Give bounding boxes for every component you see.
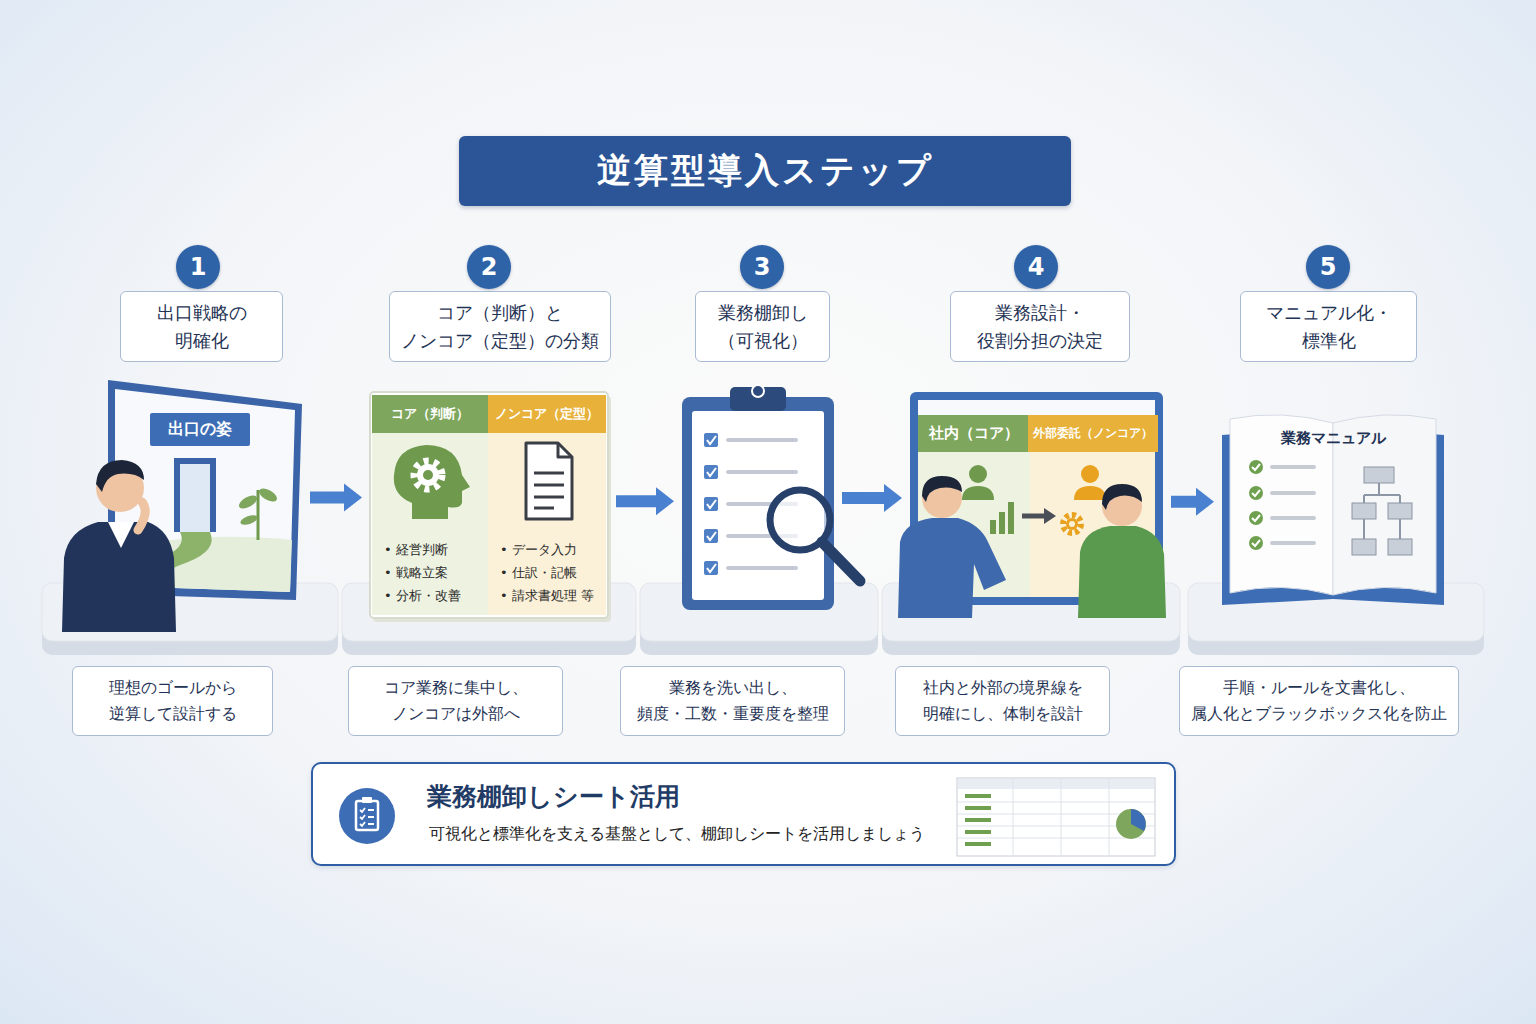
- document-icon: [488, 435, 606, 527]
- clipboard-illustration: [682, 385, 834, 610]
- text-line: 標準化: [1266, 327, 1392, 355]
- text-line: 明確にし、体制を設計: [923, 701, 1083, 727]
- label-text: 出口の姿: [168, 419, 232, 440]
- step-number: 5: [1306, 245, 1350, 289]
- text-line: （可視化）: [718, 327, 808, 355]
- text-line: ノンコア（定型）の分類: [401, 327, 599, 355]
- heading-text: マニュアル化・ 標準化: [1266, 299, 1392, 355]
- number-text: 5: [1320, 253, 1337, 281]
- step-number: 2: [467, 245, 511, 289]
- flow-arrow: [1171, 488, 1214, 516]
- text-line: 社内と外部の境界線を: [923, 675, 1083, 701]
- text-line: マニュアル化・: [1266, 299, 1392, 327]
- text-line: コア（判断）と: [401, 299, 599, 327]
- description-text: 理想のゴールから 逆算して設計する: [109, 675, 237, 726]
- text-line: 業務設計・: [977, 299, 1103, 327]
- bullet-item: • 戦略立案: [384, 564, 448, 582]
- step-number: 3: [740, 245, 784, 289]
- flow-arrow: [310, 484, 362, 512]
- description-text: 業務を洗い出し、 頻度・工数・重要度を整理: [637, 675, 829, 726]
- arrow-shaft: [310, 492, 344, 504]
- text-line: 手順・ルールを文書化し、: [1191, 675, 1447, 701]
- description-text: 社内と外部の境界線を 明確にし、体制を設計: [923, 675, 1083, 726]
- heading-text: 業務棚卸し （可視化）: [718, 299, 808, 355]
- text-line: ノンコアは外部へ: [384, 701, 528, 727]
- step-illustration: 業務マニュアル: [1222, 405, 1444, 605]
- arrow-head: [1196, 488, 1214, 516]
- step-illustration: コア（判断） • 経営判断 • 戦略立案 • 分析・改善 ノンコア（定型） • データ入力…: [370, 392, 608, 618]
- step-heading: 業務設計・ 役割分担の決定: [950, 291, 1130, 362]
- text-line: 頻度・工数・重要度を整理: [637, 701, 829, 727]
- bullet-item: • データ入力: [500, 541, 577, 559]
- category-column: コア（判断） • 経営判断 • 戦略立案 • 分析・改善: [372, 395, 488, 615]
- step-heading: コア（判断）と ノンコア（定型）の分類: [389, 291, 611, 362]
- step-heading: マニュアル化・ 標準化: [1240, 291, 1417, 362]
- category-column: ノンコア（定型） • データ入力 • 仕訳・記帳 • 請求書処理 等: [488, 395, 606, 615]
- step-description: 手順・ルールを文書化し、 属人化とブラックボックス化を防止: [1179, 666, 1459, 736]
- heading-text: 業務設計・ 役割分担の決定: [977, 299, 1103, 355]
- text-line: 逆算して設計する: [109, 701, 237, 727]
- step-description: コア業務に集中し、 ノンコアは外部へ: [348, 666, 563, 736]
- arrow-shaft: [616, 495, 656, 507]
- step-illustration: 社内（コア） 外部委託（ノンコア）: [910, 392, 1163, 605]
- flow-arrow: [616, 487, 674, 515]
- number-text: 1: [190, 253, 207, 281]
- text-line: 役割分担の決定: [977, 327, 1103, 355]
- arrow-shaft: [842, 492, 884, 504]
- step-number: 4: [1014, 245, 1058, 289]
- title-text: 逆算型導入ステップ: [597, 148, 934, 194]
- category-band: 外部委託（ノンコア）: [1028, 415, 1158, 452]
- step-heading: 出口戦略の 明確化: [120, 291, 283, 362]
- arrow-head: [344, 484, 362, 512]
- heading-text: 出口戦略の 明確化: [157, 299, 247, 355]
- step-heading: 業務棚卸し （可視化）: [695, 291, 830, 362]
- description-text: 手順・ルールを文書化し、 属人化とブラックボックス化を防止: [1191, 675, 1447, 726]
- text-line: 属人化とブラックボックス化を防止: [1191, 701, 1447, 727]
- text-line: コア業務に集中し、: [384, 675, 528, 701]
- number-text: 4: [1028, 253, 1045, 281]
- banner-title: 業務棚卸しシート活用: [427, 780, 680, 813]
- title-banner: 逆算型導入ステップ: [459, 136, 1071, 206]
- banner-graphics: [313, 764, 1178, 868]
- label-box: 出口の姿: [150, 413, 250, 446]
- step-illustration: [682, 385, 834, 610]
- number-text: 3: [754, 253, 771, 281]
- arrow-head: [656, 487, 674, 515]
- banner-text: 可視化と標準化を支える基盤として、棚卸しシートを活用しましょう: [429, 824, 925, 845]
- text-line: 出口戦略の: [157, 299, 247, 327]
- step-illustration: 出口の姿: [108, 380, 302, 600]
- info-banner: 業務棚卸しシート活用可視化と標準化を支える基盤として、棚卸しシートを活用しましょ…: [311, 762, 1176, 866]
- bullet-item: • 分析・改善: [384, 587, 461, 605]
- column-header: ノンコア（定型）: [488, 395, 606, 433]
- text-line: 理想のゴールから: [109, 675, 237, 701]
- heading-text: コア（判断）と ノンコア（定型）の分類: [401, 299, 599, 355]
- bullet-item: • 経営判断: [384, 541, 448, 559]
- description-text: コア業務に集中し、 ノンコアは外部へ: [384, 675, 528, 726]
- band-text: 社内（コア）: [929, 424, 1019, 443]
- text-line: 明確化: [157, 327, 247, 355]
- brain-gear-icon: [372, 435, 488, 527]
- arrow-head: [884, 484, 902, 512]
- book-title: 業務マニュアル: [1222, 429, 1444, 448]
- band-text: 外部委託（ノンコア）: [1033, 426, 1153, 441]
- step-description: 理想のゴールから 逆算して設計する: [72, 666, 273, 736]
- number-text: 2: [481, 253, 498, 281]
- step-description: 社内と外部の境界線を 明確にし、体制を設計: [895, 666, 1110, 736]
- step-description: 業務を洗い出し、 頻度・工数・重要度を整理: [620, 666, 845, 736]
- column-header: コア（判断）: [372, 395, 488, 433]
- category-band: 社内（コア）: [918, 415, 1030, 452]
- flow-arrow: [842, 484, 902, 512]
- step-number: 1: [176, 245, 220, 289]
- arrow-shaft: [1171, 496, 1196, 508]
- text-line: 業務を洗い出し、: [637, 675, 829, 701]
- text-line: 業務棚卸し: [718, 299, 808, 327]
- bullet-item: • 請求書処理 等: [500, 587, 594, 605]
- bullet-item: • 仕訳・記帳: [500, 564, 577, 582]
